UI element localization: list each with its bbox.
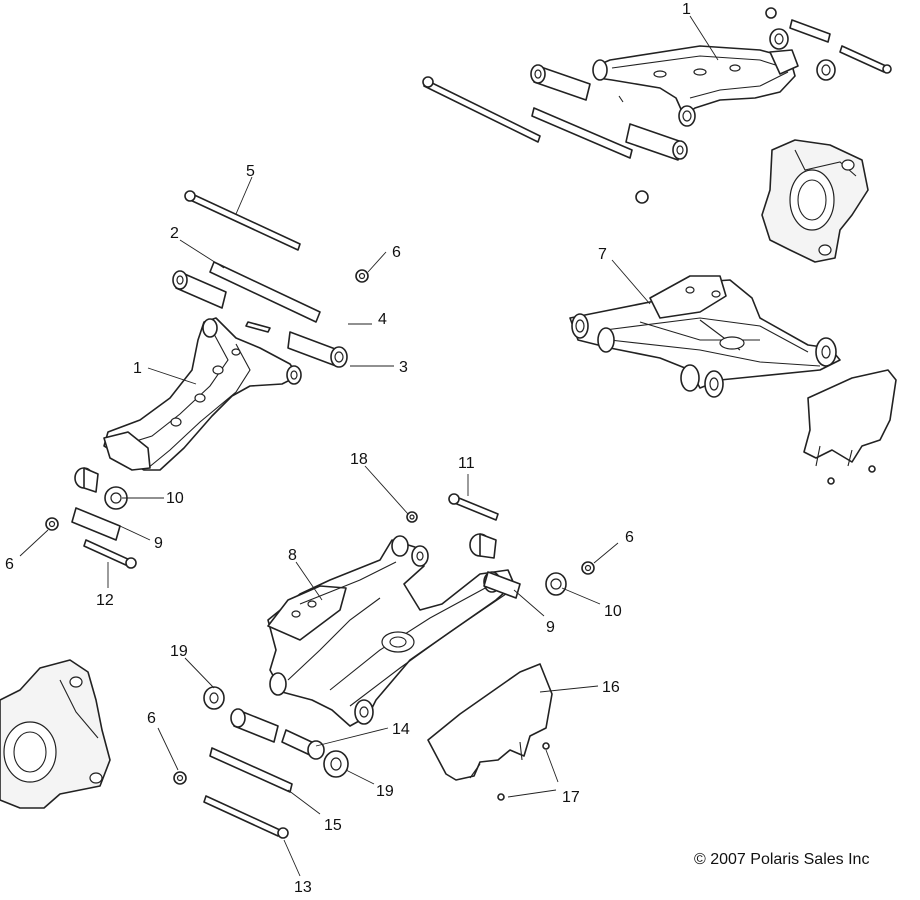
callout-3: 3 xyxy=(399,359,408,376)
bearing-carrier-right xyxy=(761,139,869,263)
top-bushings xyxy=(422,7,892,204)
bushing-left-top xyxy=(172,270,227,309)
callout-8: 8 xyxy=(288,547,297,564)
callout-labels: 1 1 2 3 4 5 6 6 6 6 7 8 9 9 10 10 11 12 … xyxy=(5,1,691,896)
pin-4 xyxy=(245,321,271,333)
callout-15: 15 xyxy=(324,817,342,834)
callout-14: 14 xyxy=(392,721,410,738)
center-hardware xyxy=(406,493,595,599)
callout-19-left: 19 xyxy=(170,643,188,660)
callout-13: 13 xyxy=(294,879,312,896)
upper-control-arm-top xyxy=(592,45,799,127)
tube-2 xyxy=(209,261,321,323)
callout-9-left: 9 xyxy=(154,535,163,552)
callout-18: 18 xyxy=(350,451,368,468)
bearing-carrier-left xyxy=(0,659,111,809)
callout-4: 4 xyxy=(378,311,387,328)
callout-2: 2 xyxy=(170,225,179,242)
callout-19-right: 19 xyxy=(376,783,394,800)
nut-6-top xyxy=(355,269,369,283)
leader-lines xyxy=(19,15,719,877)
callout-17: 17 xyxy=(562,789,580,806)
bolt-5 xyxy=(184,190,301,251)
callout-10-right: 10 xyxy=(604,603,622,620)
callout-7: 7 xyxy=(598,246,607,263)
copyright-notice: © 2007 Polaris Sales Inc xyxy=(694,851,869,868)
lower-hardware xyxy=(173,686,349,839)
rear-arm-7 xyxy=(569,275,841,398)
skid-plate-right xyxy=(803,369,897,485)
control-arm-1-left xyxy=(103,317,302,471)
callout-6-right: 6 xyxy=(625,529,634,546)
callout-16: 16 xyxy=(602,679,620,696)
callout-6-top: 6 xyxy=(392,244,401,261)
rear-arm-8 xyxy=(267,535,515,727)
callout-11: 11 xyxy=(458,455,475,472)
callout-10-left: 10 xyxy=(166,490,184,507)
callout-12: 12 xyxy=(96,592,114,609)
callout-5: 5 xyxy=(246,163,255,180)
callout-6-bottom: 6 xyxy=(147,710,156,727)
callout-6-left: 6 xyxy=(5,556,14,573)
skid-plate-16 xyxy=(427,663,553,801)
callout-1-left: 1 xyxy=(133,360,142,377)
bushing-left-lower xyxy=(45,467,137,569)
bushing-3 xyxy=(287,331,348,368)
callout-9-right: 9 xyxy=(546,619,555,636)
callout-1-top: 1 xyxy=(682,1,691,18)
